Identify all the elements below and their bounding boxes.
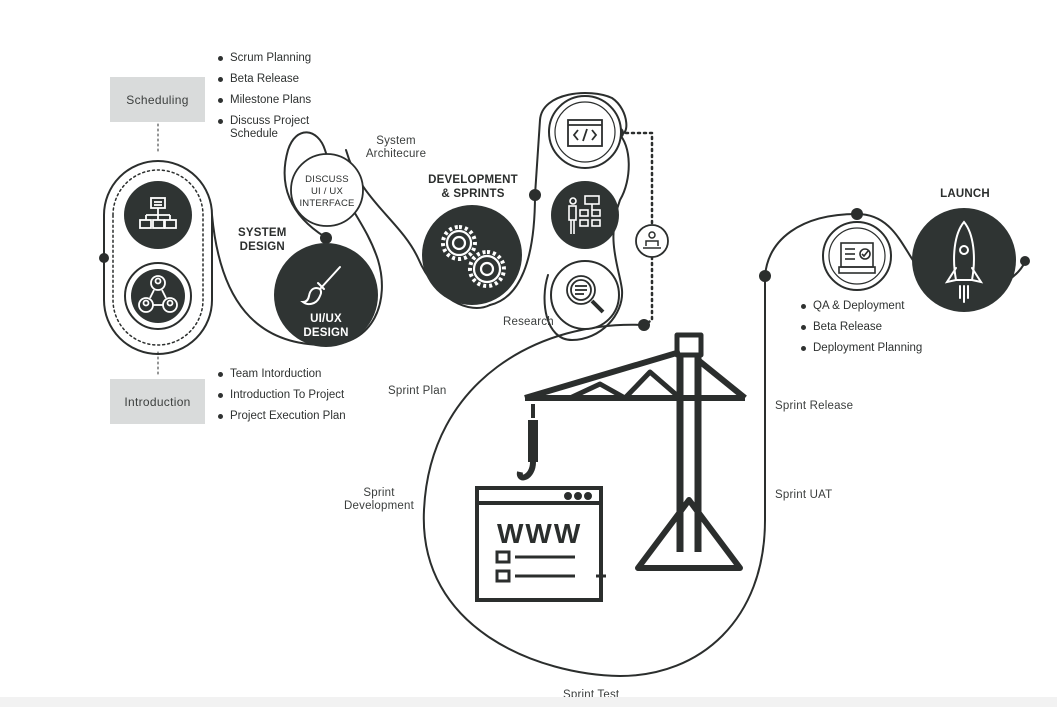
browser-icon bbox=[475, 486, 606, 602]
sprint-development-label: Sprint Development bbox=[344, 487, 414, 512]
discuss-ui-label: DISCUSS UI / UX INTERFACE bbox=[299, 174, 355, 209]
list-item: Introduction To Project bbox=[218, 389, 346, 402]
list-item: Project Execution Plan bbox=[218, 410, 346, 423]
launch-list: QA & Deployment Beta Release Deployment … bbox=[801, 300, 922, 363]
launch-label: LAUNCH bbox=[940, 188, 990, 200]
introduction-tag: Introduction bbox=[110, 379, 205, 424]
path-dev-column bbox=[534, 92, 628, 196]
path-dev-right bbox=[543, 132, 630, 342]
path-dot bbox=[529, 189, 541, 201]
left-pill-outline bbox=[103, 160, 213, 355]
scheduling-tag: Scheduling bbox=[110, 77, 205, 122]
left-pill-inner-dashed bbox=[112, 169, 204, 346]
bottom-edge bbox=[0, 697, 1057, 707]
path-dot bbox=[759, 270, 771, 282]
path-dot bbox=[1020, 256, 1030, 266]
sprint-uat-label: Sprint UAT bbox=[775, 489, 833, 501]
ui-ux-design-label: UI/UX DESIGN bbox=[303, 313, 349, 339]
path-dot bbox=[320, 232, 332, 244]
gears-icon bbox=[422, 205, 522, 305]
list-item: Beta Release bbox=[218, 73, 311, 86]
worker-icon bbox=[635, 224, 669, 258]
list-item: Milestone Plans bbox=[218, 94, 311, 107]
list-item: Discuss Project Schedule bbox=[218, 115, 311, 141]
system-design-label: SYSTEM DESIGN bbox=[238, 227, 287, 253]
list-item: QA & Deployment bbox=[801, 300, 922, 313]
www-text: WWW bbox=[497, 518, 583, 549]
presentation-icon bbox=[551, 181, 619, 249]
path-dev-loop bbox=[489, 194, 536, 306]
system-architecture-label: System Architecure bbox=[365, 135, 427, 160]
crane-icon bbox=[516, 332, 747, 571]
scheduling-list: Scrum Planning Beta Release Milestone Pl… bbox=[218, 52, 311, 149]
introduction-list: Team Intorduction Introduction To Projec… bbox=[218, 368, 346, 431]
research-label: Research bbox=[503, 316, 554, 328]
path-dot bbox=[99, 253, 109, 263]
sprint-release-label: Sprint Release bbox=[775, 400, 854, 412]
hierarchy-icon bbox=[124, 181, 192, 249]
checklist-icon bbox=[822, 221, 892, 291]
path-sprint-loop bbox=[422, 275, 766, 678]
code-icon bbox=[548, 95, 622, 169]
list-item: Scrum Planning bbox=[218, 52, 311, 65]
list-item: Team Intorduction bbox=[218, 368, 346, 381]
team-icon bbox=[124, 262, 192, 330]
path-dot bbox=[851, 208, 863, 220]
discuss-ui-circle bbox=[290, 153, 364, 227]
list-item: Beta Release bbox=[801, 321, 922, 334]
development-sprints-label: DEVELOPMENT & SPRINTS bbox=[428, 174, 518, 200]
rocket-icon bbox=[912, 208, 1016, 312]
magnifier-icon bbox=[550, 260, 620, 330]
path-design bbox=[211, 214, 326, 346]
sprint-plan-label: Sprint Plan bbox=[388, 385, 447, 397]
list-item: Deployment Planning bbox=[801, 342, 922, 355]
path-dot bbox=[638, 319, 650, 331]
brush-icon bbox=[274, 243, 378, 347]
